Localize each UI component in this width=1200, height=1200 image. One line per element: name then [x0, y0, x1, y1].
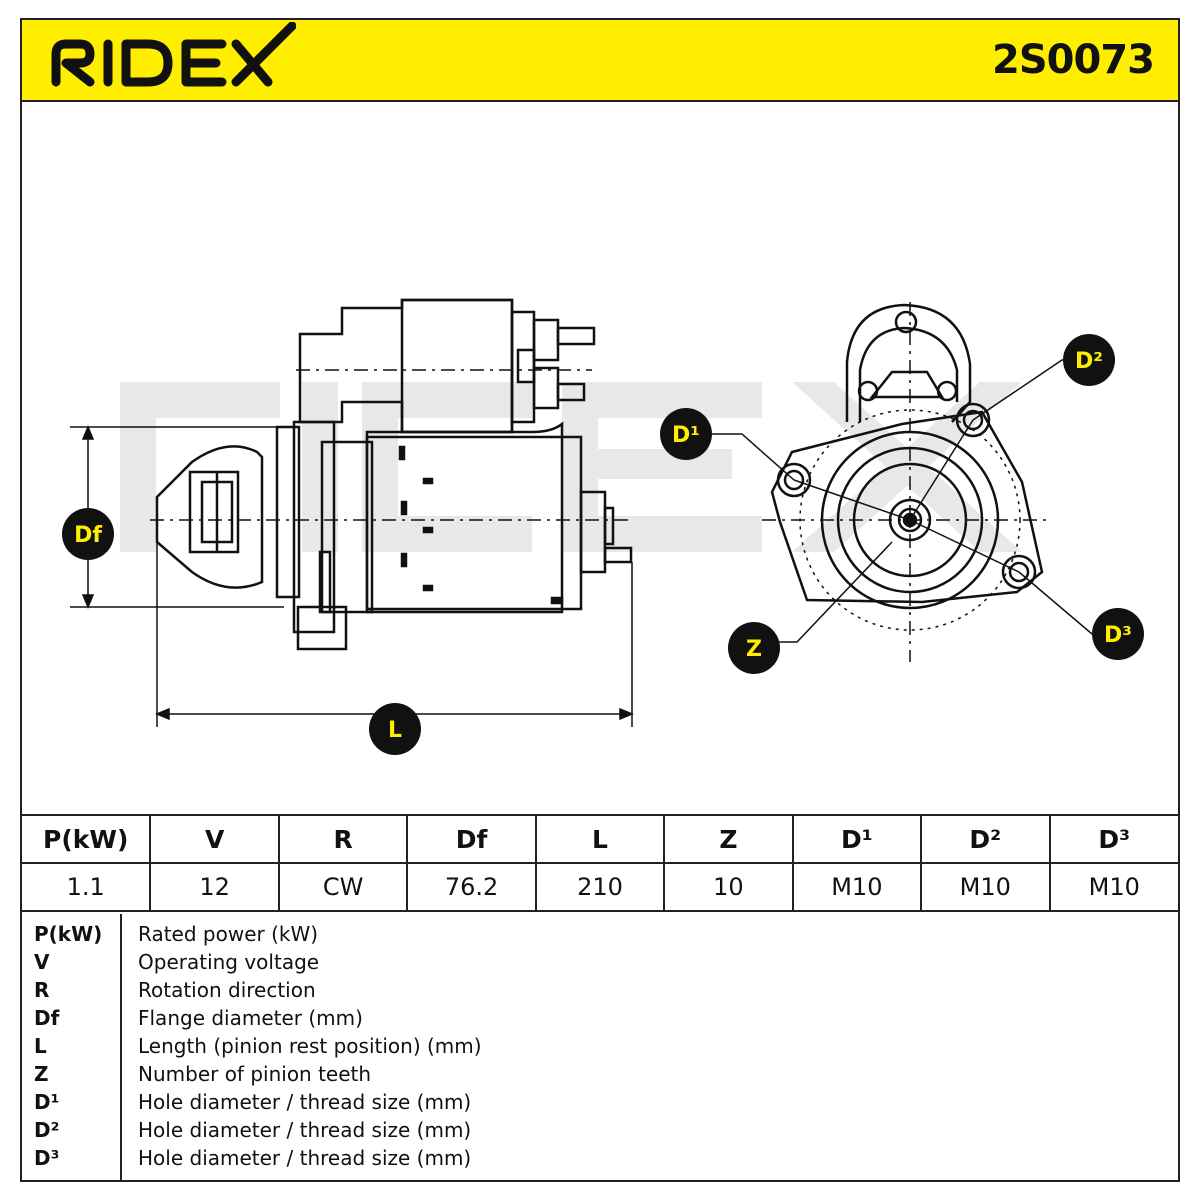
technical-drawing: Df L Z D¹ D² D³ — [62, 298, 1144, 755]
legend-key: Z — [34, 1062, 49, 1086]
legend-row: Df Flange diameter (mm) — [22, 1004, 1178, 1032]
specs-header-row: P(kW) V R Df L Z D¹ D² D³ — [22, 814, 1178, 864]
svg-text:L: L — [388, 718, 402, 743]
legend-desc: Rotation direction — [138, 978, 316, 1002]
spec-value-cell: M10 — [920, 862, 1051, 912]
svg-text:D¹: D¹ — [672, 423, 700, 448]
svg-text:D²: D² — [1075, 349, 1103, 374]
spec-header-cell: Df — [406, 814, 537, 864]
spec-value-cell: 12 — [149, 862, 280, 912]
svg-text:Z: Z — [746, 637, 762, 662]
spec-header-cell: R — [277, 814, 409, 864]
legend-key: L — [34, 1034, 47, 1058]
badge-d1: D¹ — [660, 408, 712, 460]
badge-d3: D³ — [1092, 608, 1144, 660]
badge-df: Df — [62, 508, 114, 560]
legend-key: Df — [34, 1006, 60, 1030]
product-sheet: 2S0073 — [20, 18, 1180, 1182]
legend-key: P(kW) — [34, 922, 103, 946]
legend-desc: Length (pinion rest position) (mm) — [138, 1034, 482, 1058]
badge-z: Z — [728, 622, 780, 674]
legend-key: D² — [34, 1118, 60, 1142]
legend-desc: Hole diameter / thread size (mm) — [138, 1118, 472, 1142]
legend-desc: Rated power (kW) — [138, 922, 319, 946]
spec-value-cell: 76.2 — [406, 862, 537, 912]
badge-d2: D² — [1063, 334, 1115, 386]
legend-key: V — [34, 950, 50, 974]
legend: P(kW) Rated power (kW) V Operating volta… — [22, 914, 1178, 1180]
badge-l: L — [369, 703, 421, 755]
svg-text:D³: D³ — [1104, 623, 1132, 648]
legend-key: D³ — [34, 1146, 60, 1170]
specs-table: P(kW) V R Df L Z D¹ D² D³ 1.1 12 CW 76.2… — [22, 814, 1178, 912]
legend-row: V Operating voltage — [22, 948, 1178, 976]
spec-value-cell: 210 — [534, 862, 666, 912]
legend-row: L Length (pinion rest position) (mm) — [22, 1032, 1178, 1060]
spec-value-cell: 1.1 — [22, 862, 152, 912]
legend-desc: Hole diameter / thread size (mm) — [138, 1090, 472, 1114]
legend-desc: Flange diameter (mm) — [138, 1006, 363, 1030]
spec-value-cell: 10 — [663, 862, 794, 912]
legend-key: R — [34, 978, 50, 1002]
starter-front-view — [762, 302, 1052, 662]
part-number: 2S0073 — [992, 37, 1155, 83]
spec-header-cell: P(kW) — [22, 814, 152, 864]
spec-header-cell: D³ — [1048, 814, 1178, 864]
header-bar: 2S0073 — [22, 20, 1178, 102]
legend-row: R Rotation direction — [22, 976, 1178, 1004]
brand-logo — [51, 22, 296, 87]
legend-desc: Hole diameter / thread size (mm) — [138, 1146, 472, 1170]
legend-key: D¹ — [34, 1090, 60, 1114]
spec-header-cell: D¹ — [791, 814, 923, 864]
spec-header-cell: V — [149, 814, 280, 864]
legend-row: D² Hole diameter / thread size (mm) — [22, 1116, 1178, 1144]
watermark-logo — [120, 382, 1022, 552]
starter-side-view — [150, 298, 633, 651]
legend-desc: Number of pinion teeth — [138, 1062, 372, 1086]
spec-header-cell: D² — [920, 814, 1051, 864]
legend-row: D³ Hole diameter / thread size (mm) — [22, 1144, 1178, 1172]
spec-value-cell: CW — [277, 862, 409, 912]
specs-value-row: 1.1 12 CW 76.2 210 10 M10 M10 M10 — [22, 862, 1178, 912]
legend-desc: Operating voltage — [138, 950, 320, 974]
legend-row: P(kW) Rated power (kW) — [22, 920, 1178, 948]
legend-row: D¹ Hole diameter / thread size (mm) — [22, 1088, 1178, 1116]
spec-value-cell: M10 — [1048, 862, 1178, 912]
spec-header-cell: L — [534, 814, 666, 864]
legend-divider — [120, 914, 122, 1180]
svg-text:Df: Df — [74, 523, 102, 548]
spec-header-cell: Z — [663, 814, 794, 864]
legend-row: Z Number of pinion teeth — [22, 1060, 1178, 1088]
spec-value-cell: M10 — [791, 862, 923, 912]
